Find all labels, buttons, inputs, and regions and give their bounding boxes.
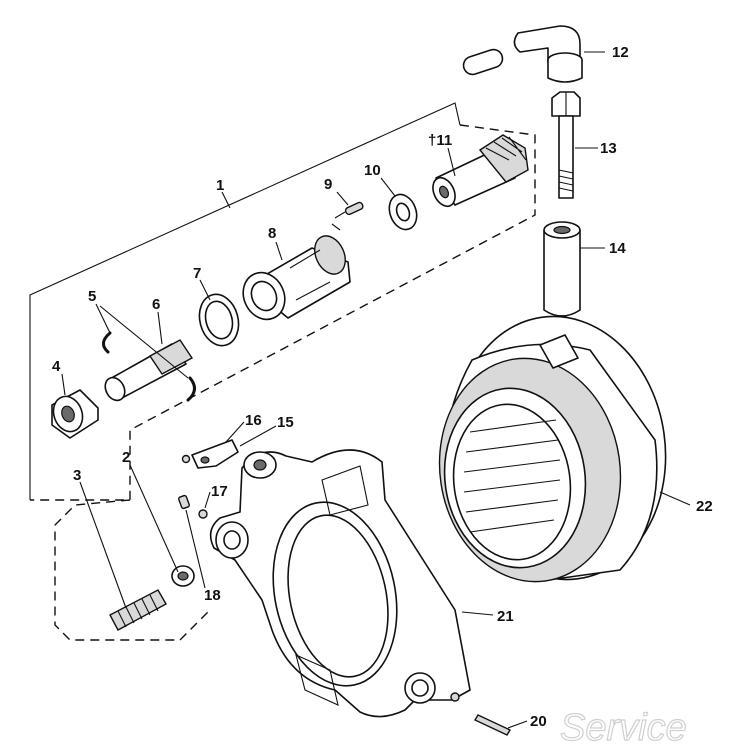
part-3-spring — [109, 589, 167, 631]
callout-13: 13 — [600, 140, 617, 157]
callout-2: 2 — [122, 449, 130, 466]
callout-8: 8 — [268, 225, 276, 242]
callout-5: 5 — [88, 288, 96, 305]
part-12-elbow-fitting — [462, 25, 583, 83]
callout-12: 12 — [612, 44, 629, 61]
part-20-pin — [474, 714, 511, 736]
part-13-bolt — [551, 91, 581, 199]
callout-21: 21 — [497, 608, 514, 625]
callout-10: 10 — [364, 162, 381, 179]
callout-15: 15 — [277, 414, 294, 431]
callout-4: 4 — [52, 358, 61, 375]
callout-17: 17 — [211, 483, 228, 500]
callout-6: 6 — [152, 296, 160, 313]
leader-lines — [61, 51, 691, 729]
part-21-housing-plate — [209, 449, 471, 718]
part-9-set-screw — [331, 201, 364, 231]
callout-3: 3 — [73, 467, 81, 484]
watermark-text: Service — [560, 707, 687, 749]
callout-20: 20 — [530, 713, 547, 730]
callout-18: 18 — [204, 587, 221, 604]
callout-11: †11 — [428, 132, 452, 149]
callout-16: 16 — [245, 412, 262, 429]
callout-1: 1 — [216, 177, 224, 194]
assembly-group-outline — [29, 102, 536, 641]
part-2-nut — [171, 565, 195, 587]
part-22-ring-gear — [438, 315, 667, 583]
part-15-16-latch — [181, 439, 239, 469]
callout-7: 7 — [193, 265, 201, 282]
part-14-cylinder-pin — [543, 221, 581, 317]
callout-labels: 1 2 3 4 5 6 7 8 9 10 †11 12 13 14 15 16 … — [52, 44, 713, 730]
callout-14: 14 — [609, 240, 626, 257]
part-4-nut — [51, 389, 99, 439]
part-7-o-ring — [198, 293, 240, 347]
part-6-shaft — [104, 339, 194, 402]
part-10-washer — [388, 193, 418, 231]
callout-22: 22 — [696, 498, 713, 515]
part-8-cylinder-body — [242, 235, 351, 321]
part-11-pinion-gear — [432, 134, 529, 208]
part-5-retaining-clips — [102, 331, 196, 402]
callout-9: 9 — [324, 176, 332, 193]
part-17-18-screws — [178, 494, 208, 519]
